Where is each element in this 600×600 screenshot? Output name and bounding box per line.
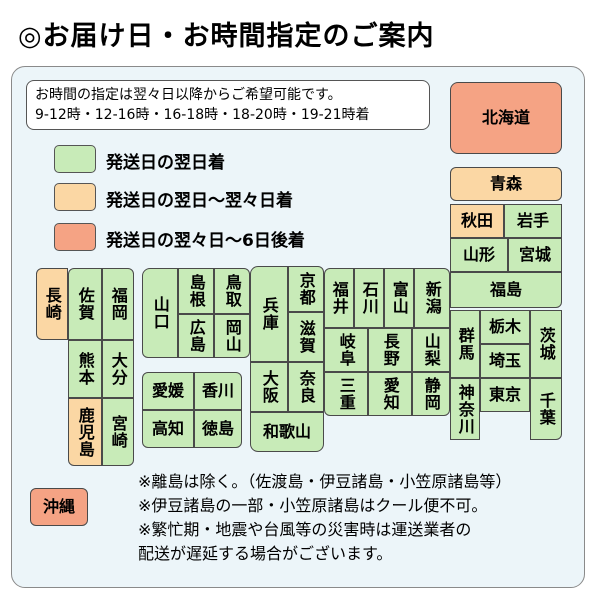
note-line-2: ※伊豆諸島の一部・小笠原諸島はクール便不可。 [138,496,488,515]
note-line-4: 配送が遅延する場合がございます。 [138,544,393,563]
pref-ehime: 愛媛 [142,372,194,410]
pref-fukui: 福井 [324,268,354,328]
legend-swatch-next-day [54,145,96,173]
legend-swatch-2-6-days [54,223,96,251]
pref-yamagata: 山形 [450,238,508,272]
pref-aomori: 青森 [450,167,562,201]
pref-hiroshima: 広島 [178,314,214,358]
delivery-notes: ※離島は除く。（佐渡島・伊豆諸島・小笠原諸島等） ※伊豆諸島の一部・小笠原諸島は… [138,470,511,566]
pref-hyogo: 兵庫 [250,266,288,362]
pref-saga: 佐賀 [68,268,102,340]
pref-miyazaki: 宮崎 [102,398,134,466]
pref-kagawa: 香川 [194,372,242,410]
pref-saitama: 埼玉 [480,344,530,378]
notice-line-1: お時間の指定は翌々日以降からご希望可能です。 [35,87,342,103]
note-line-3: ※繁忙期・地震や台風等の災害時は運送業者の [138,520,472,539]
pref-kyoto: 京都 [288,266,324,312]
pref-fukushima: 福島 [450,272,562,308]
pref-miyagi: 宮城 [508,238,562,272]
pref-chiba: 千葉 [530,378,562,440]
pref-toyama: 富山 [384,268,414,328]
pref-hokkaido: 北海道 [450,82,562,154]
pref-wakayama: 和歌山 [250,412,324,452]
pref-gifu: 岐阜 [324,328,368,372]
pref-akita: 秋田 [450,204,504,238]
pref-ishikawa: 石川 [354,268,384,328]
pref-okayama: 岡山 [214,314,250,358]
pref-ibaraki: 茨城 [530,310,562,378]
pref-tokushima: 徳島 [194,410,242,448]
pref-nara: 奈良 [288,362,324,412]
pref-gunma: 群馬 [450,310,480,378]
legend-label-1-2-days: 発送日の翌日～翌々日着 [106,191,293,211]
pref-mie: 三重 [324,372,368,416]
legend-swatch-1-2-days [54,183,96,211]
notice-line-2: 9-12時・12-16時・16-18時・18-20時・19-21時着 [35,107,370,123]
pref-nagano: 長野 [368,328,412,372]
page-title: ◎お届け日・お時間指定のご案内 [18,21,435,52]
pref-tottori: 鳥取 [214,268,250,314]
pref-kumamoto: 熊本 [68,340,102,398]
pref-osaka: 大阪 [250,362,288,412]
pref-shimane: 島根 [178,268,214,314]
pref-oita: 大分 [102,340,134,398]
pref-iwate: 岩手 [504,204,562,238]
pref-kagoshima: 鹿児島 [68,398,102,466]
pref-okinawa: 沖縄 [30,488,88,526]
pref-shiga: 滋賀 [288,312,324,362]
pref-nagasaki: 長崎 [36,268,68,340]
pref-niigata: 新潟 [414,268,450,328]
pref-tochigi: 栃木 [480,310,530,344]
pref-kanagawa: 神奈川 [450,378,480,440]
pref-kochi: 高知 [142,410,194,448]
pref-yamanashi: 山梨 [412,328,450,372]
pref-tokyo: 東京 [480,378,530,412]
legend-label-next-day: 発送日の翌日着 [106,153,225,173]
pref-yamaguchi: 山口 [142,268,178,358]
pref-aichi: 愛知 [368,372,412,416]
pref-shizuoka: 静岡 [412,372,450,416]
legend-label-2-6-days: 発送日の翌々日～6日後着 [106,231,305,251]
note-line-1: ※離島は除く。（佐渡島・伊豆諸島・小笠原諸島等） [138,472,512,491]
time-slot-notice: お時間の指定は翌々日以降からご希望可能です。 9-12時・12-16時・16-1… [26,80,430,130]
pref-fukuoka: 福岡 [102,268,134,340]
